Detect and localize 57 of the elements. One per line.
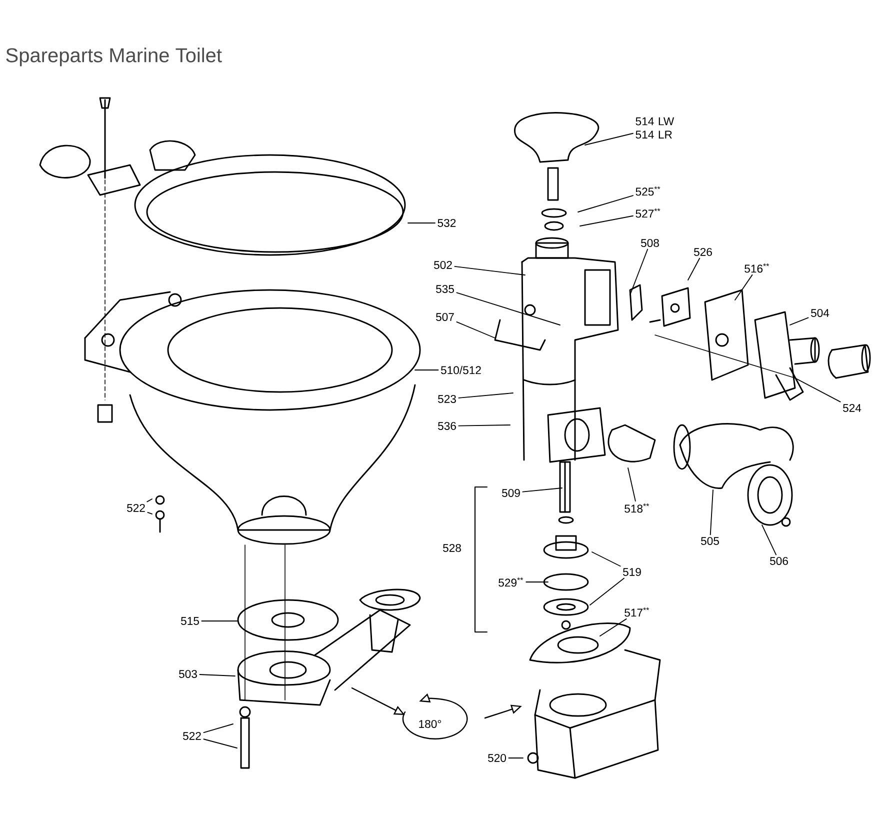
callout-number: 514 LW 514 LR	[636, 117, 674, 139]
callout-number: 508	[641, 239, 659, 247]
leader-line	[408, 222, 436, 224]
callout-number: 502	[434, 261, 452, 269]
leader-line	[630, 248, 648, 296]
callout-number: 522	[127, 504, 145, 512]
callout-number: 520	[488, 754, 506, 762]
leader-line	[628, 468, 636, 502]
leader-line	[458, 392, 514, 398]
leader-line	[522, 488, 562, 492]
callout-number: 528	[443, 544, 461, 552]
callout-number: 522	[183, 732, 201, 740]
leader-line	[456, 292, 560, 326]
leader-line	[762, 524, 776, 556]
leader-line	[688, 258, 700, 280]
leader-line	[580, 215, 634, 226]
leader-line	[454, 266, 526, 276]
callout-number: 517$^{**}$	[624, 607, 650, 617]
callout-number: 507	[436, 313, 454, 321]
callout-number: 535	[436, 285, 454, 293]
callout-number: 519	[623, 568, 641, 576]
leader-line	[790, 317, 809, 326]
callout-number: 532	[438, 219, 456, 227]
callout-number: 536	[438, 422, 456, 430]
callout-number: 529$^{**}$	[498, 577, 524, 587]
callout-number: 504	[811, 309, 830, 317]
leader-line	[710, 490, 714, 536]
leader-line	[600, 618, 627, 636]
leader-line	[590, 578, 624, 606]
leader-line	[201, 620, 238, 622]
callout-number: 503	[179, 670, 197, 678]
callout-number: 516$^{**}$	[744, 263, 770, 273]
leader-line	[794, 378, 841, 402]
leader-line	[203, 738, 238, 748]
leader-line	[592, 552, 621, 567]
leader-line	[203, 724, 234, 734]
leader-line	[199, 674, 236, 676]
callout-number: 527$^{**}$	[636, 208, 660, 218]
title: Spareparts Marine Toilet	[6, 48, 222, 66]
leader-line	[734, 274, 753, 300]
leader-line	[578, 195, 634, 212]
callout-number: 524	[843, 404, 862, 412]
callout-number: 505	[701, 537, 719, 545]
leader-line	[147, 512, 152, 514]
callout-number: 509	[502, 489, 520, 497]
leader-line	[458, 424, 510, 426]
callout-number: 515	[181, 617, 199, 625]
callout-number: 518$^{**}$	[624, 503, 650, 513]
callout-number: 506	[770, 557, 788, 565]
callout-number: 526	[694, 248, 712, 256]
callout-number: 525$^{**}$	[636, 186, 660, 196]
leader-line	[584, 132, 634, 146]
leader-line	[456, 321, 496, 338]
callout-number: 180°	[419, 720, 442, 728]
callout-number: 523	[438, 395, 456, 403]
leader-line	[146, 498, 152, 502]
callout-number: 510/512	[440, 366, 481, 374]
